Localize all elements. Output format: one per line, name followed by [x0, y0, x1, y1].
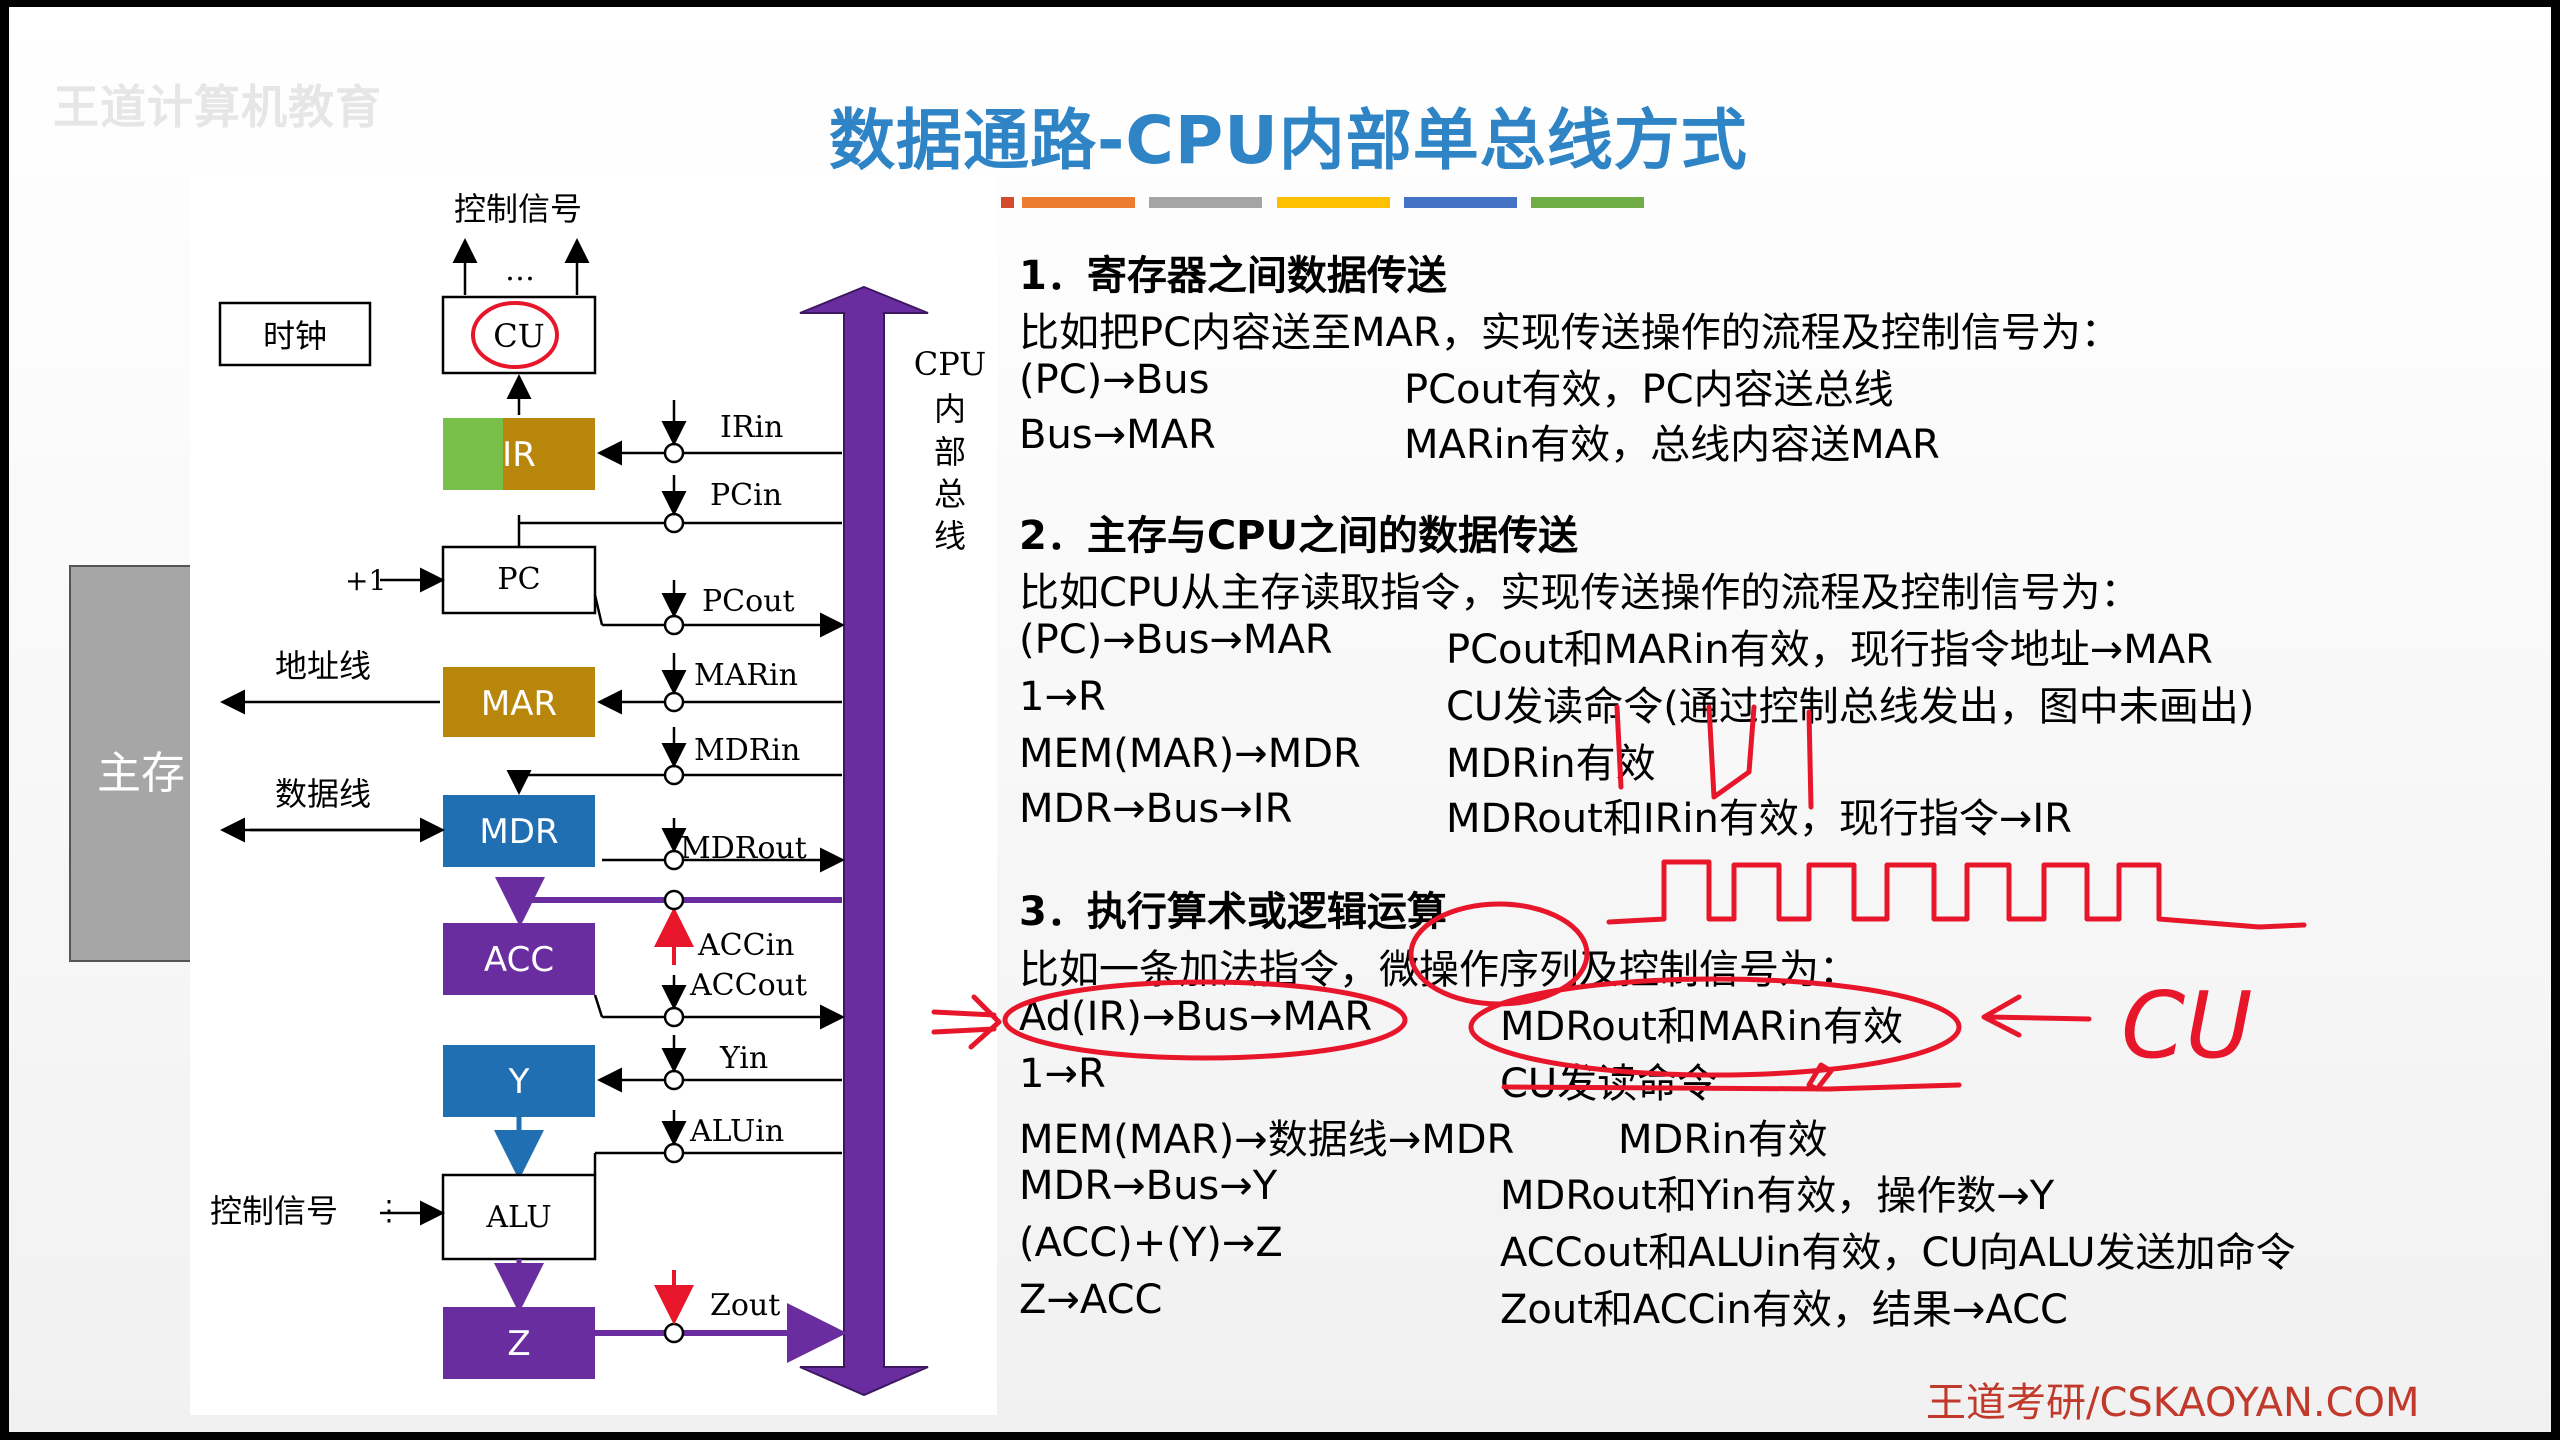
bus-label-4: 线	[934, 517, 966, 555]
cu-highlight-circle	[471, 301, 559, 369]
signal-accin: ACCin	[697, 928, 795, 963]
alu-label: ALU	[485, 1200, 551, 1235]
mar-label: MAR	[481, 684, 557, 724]
z-box	[443, 1307, 595, 1379]
divider-blue	[1404, 197, 1517, 208]
cpu-diagram: CPU 内 部 总 线 控制信号 … 时钟 CU IR PC +1	[190, 175, 997, 1415]
signal-pcout: PCout	[702, 584, 795, 619]
handwritten-cu: CU	[2121, 972, 2253, 1079]
section-3-intro: 比如一条加法指令，微操作序列及控制信号为：	[1019, 947, 1859, 993]
acc-box	[443, 923, 595, 995]
divider-orange	[1022, 197, 1135, 208]
signal-aluin: ALUin	[689, 1114, 784, 1149]
cu-box	[441, 295, 597, 375]
s3-row-1-op: Ad(IR)→Bus→MAR	[1019, 994, 1373, 1040]
pointer-arrow-cu	[1981, 994, 2092, 1038]
watermark-logo: 王道计算机教育	[53, 80, 382, 134]
cpu-datapath-svg: CPU 内 部 总 线 控制信号 … 时钟 CU IR PC +1	[210, 190, 986, 1397]
main-memory-label: 主存	[97, 748, 185, 799]
s2-row-2-op: 1→R	[1019, 674, 1106, 720]
s2-row-3-sig: MDRin有效	[1446, 741, 1656, 787]
section-3-heading: 3．执行算术或逻辑运算	[1019, 889, 1447, 935]
pc-label: PC	[497, 562, 540, 597]
s3-row-2-op: 1→R	[1019, 1051, 1106, 1097]
section-2-heading: 2．主存与CPU之间的数据传送	[1019, 513, 1578, 559]
mar-box	[443, 667, 595, 737]
control-signal-top-label: 控制信号	[454, 190, 582, 228]
s2-row-4-sig: MDRout和IRin有效，现行指令→IR	[1446, 796, 2072, 842]
s3-row-2-sig: CU发读命令	[1500, 1061, 1718, 1107]
signal-marin: MARin	[694, 658, 798, 693]
mdr-label: MDR	[479, 812, 558, 852]
s2-row-2-sig: CU发读命令(通过控制总线发出，图中未画出)	[1446, 684, 2255, 730]
s2-row-4-op: MDR→Bus→IR	[1019, 786, 1293, 832]
s3-row-6-sig: Zout和ACCin有效，结果→ACC	[1500, 1287, 2068, 1333]
control-dots-top: …	[505, 253, 535, 288]
y-box	[443, 1045, 595, 1117]
divider-yellow	[1277, 197, 1390, 208]
y-label: Y	[508, 1062, 530, 1102]
data-line-label: 数据线	[275, 775, 371, 813]
svg-text:⋮: ⋮	[375, 1194, 403, 1227]
clock-label: 时钟	[263, 317, 327, 355]
cu-label: CU	[493, 317, 544, 355]
s1-row-2-sig: MARin有效，总线内容送MAR	[1404, 422, 1940, 468]
slide: 王道计算机教育 数据通路-CPU内部单总线方式 主存 CPU 内 部 总 线 控…	[9, 7, 2551, 1432]
z-label: Z	[507, 1324, 530, 1364]
s3-row-5-sig: ACCout和ALUin有效，CU向ALU发送加命令	[1500, 1230, 2296, 1276]
s1-row-2-op: Bus→MAR	[1019, 412, 1216, 458]
s2-row-1-sig: PCout和MARin有效，现行指令地址→MAR	[1446, 627, 2213, 673]
divider-green	[1531, 197, 1644, 208]
section-2-intro: 比如CPU从主存读取指令，实现传送操作的流程及控制信号为：	[1019, 570, 2141, 616]
bus-label-3: 总	[934, 475, 966, 513]
clock-waveform	[1606, 859, 2307, 930]
s3-row-5-op: (ACC)+(Y)→Z	[1019, 1220, 1283, 1266]
control-signal-left-label: 控制信号	[210, 1192, 338, 1230]
section-1-intro: 比如把PC内容送至MAR，实现传送操作的流程及控制信号为：	[1019, 310, 2121, 356]
internal-bus	[799, 285, 929, 1397]
s3-row-4-op: MDR→Bus→Y	[1019, 1163, 1278, 1209]
bus-label-2: 部	[934, 433, 966, 471]
bus-label-1: 内	[934, 390, 966, 428]
clock-box	[218, 301, 372, 367]
signal-mdrin: MDRin	[694, 733, 800, 768]
section-1-heading: 1．寄存器之间数据传送	[1019, 253, 1447, 299]
s1-row-1-sig: PCout有效，PC内容送总线	[1404, 367, 1894, 413]
s3-row-3-op: MEM(MAR)→数据线→MDR	[1019, 1117, 1515, 1163]
acc-label: ACC	[484, 940, 554, 980]
alu-box	[441, 1173, 597, 1261]
signal-zout: Zout	[710, 1288, 780, 1323]
divider-gray	[1149, 197, 1262, 208]
signal-pcin: PCin	[710, 478, 782, 513]
s3-row-3-sig: MDRin有效	[1618, 1117, 1828, 1163]
mdr-box	[443, 795, 595, 867]
signal-mdrout: MDRout	[680, 831, 807, 866]
s1-row-1-op: (PC)→Bus	[1019, 357, 1210, 403]
signal-irin: IRin	[720, 410, 783, 445]
s3-row-1-sig: MDRout和MARin有效	[1500, 1004, 1903, 1050]
footer-brand: 王道考研/CSKAOYAN.COM	[1926, 1380, 2420, 1426]
address-line-label: 地址线	[275, 647, 371, 685]
s2-row-1-op: (PC)→Bus→MAR	[1019, 617, 1333, 663]
s3-row-4-sig: MDRout和Yin有效，操作数→Y	[1500, 1173, 2055, 1219]
signal-yin: Yin	[719, 1041, 768, 1076]
plus-one-label: +1	[345, 564, 386, 597]
divider-red	[1001, 197, 1014, 208]
bus-label-cpu: CPU	[914, 345, 986, 383]
page-title: 数据通路-CPU内部单总线方式	[829, 102, 1748, 179]
s2-row-3-op: MEM(MAR)→MDR	[1019, 731, 1361, 777]
signal-accout: ACCout	[689, 968, 807, 1003]
ir-label: IR	[502, 435, 536, 475]
s3-row-6-op: Z→ACC	[1019, 1277, 1163, 1323]
